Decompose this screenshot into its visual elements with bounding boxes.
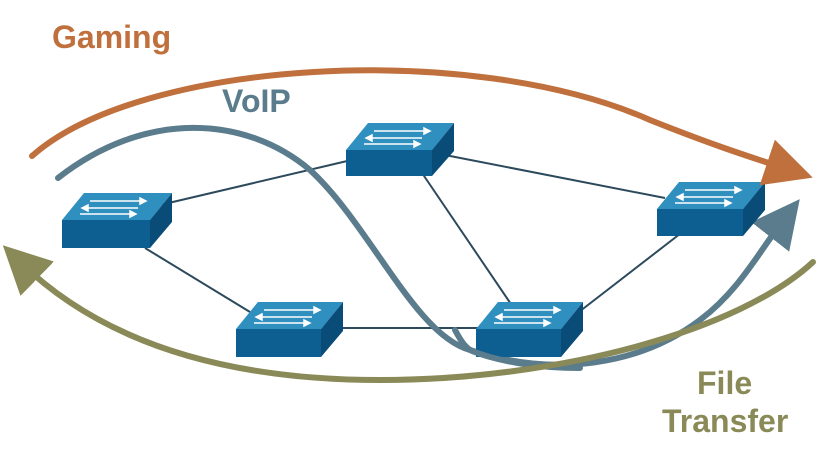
file-transfer-flow-arrow	[2, 245, 816, 384]
network-links	[144, 154, 686, 329]
link-center-top-right	[444, 154, 666, 199]
switch-bottom-right	[476, 302, 583, 357]
switch-center-top	[346, 123, 454, 176]
switch-left	[62, 193, 172, 248]
switch-right	[657, 182, 765, 236]
voip-label: VoIP	[222, 83, 291, 119]
file-transfer-label-line-1: File	[697, 365, 752, 401]
link-left-bottom-left	[144, 247, 251, 313]
link-left-center-top	[159, 157, 361, 206]
voip-flow-arrow	[55, 124, 800, 368]
link-center-top-bottom-right	[419, 169, 516, 311]
link-bottom-right-right	[574, 229, 686, 316]
gaming-flow-arrow	[29, 67, 813, 186]
switch-bottom-left	[236, 302, 343, 357]
gaming-label: Gaming	[52, 19, 171, 55]
file-transfer-label-line-2: Transfer	[662, 403, 788, 439]
